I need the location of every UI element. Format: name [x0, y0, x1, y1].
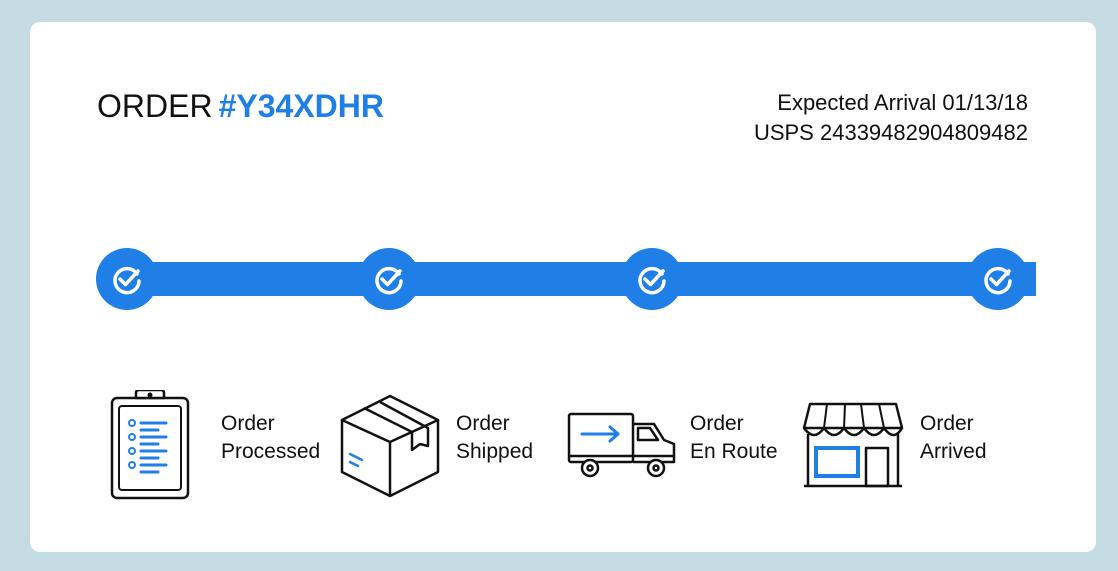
delivery-truck-icon — [567, 412, 676, 478]
step-label-line1: Order — [456, 412, 510, 435]
step-label: Order Arrived — [920, 410, 987, 466]
step-order-arrived: Order Arrived — [800, 390, 1030, 502]
step-label: Order Shipped — [456, 410, 533, 466]
step-label-line1: Order — [690, 412, 744, 435]
carrier-name: USPS — [753, 120, 814, 145]
step-3-check-dot — [621, 248, 683, 310]
step-label-line2: Shipped — [456, 440, 534, 463]
order-tracking-card: ORDER#Y34XDHR Expected Arrival 01/13/18 … — [30, 22, 1096, 552]
order-title: ORDER#Y34XDHR — [97, 88, 384, 125]
expected-arrival: Expected Arrival 01/13/18 — [754, 88, 1028, 118]
step-order-shipped: Order Shipped — [336, 390, 566, 502]
shipping-info: Expected Arrival 01/13/18 USPS 243394829… — [754, 88, 1028, 148]
step-label-line1: Order — [920, 412, 974, 435]
package-box-icon — [340, 394, 440, 498]
step-1-check-dot — [96, 248, 158, 310]
step-4-check-dot — [967, 248, 1029, 310]
check-circle-icon — [984, 266, 1012, 295]
step-label-line2: En Route — [690, 440, 778, 463]
check-circle-icon — [113, 266, 141, 295]
tracking-number[interactable]: 24339482904809482 — [819, 120, 1028, 145]
step-label: Order En Route — [690, 410, 778, 466]
check-circle-icon — [638, 266, 666, 295]
expected-arrival-date: 01/13/18 — [942, 90, 1028, 115]
order-prefix: ORDER — [97, 88, 213, 124]
clipboard-checklist-icon — [110, 390, 190, 500]
step-2-check-dot — [358, 248, 420, 310]
check-circle-icon — [375, 266, 403, 295]
tracking-info: USPS 24339482904809482 — [754, 118, 1028, 148]
progress-track — [126, 262, 1036, 296]
order-id: #Y34XDHR — [218, 88, 384, 124]
step-order-processed: Order Processed — [106, 390, 336, 502]
step-label-line2: Processed — [221, 440, 321, 463]
step-label: Order Processed — [221, 410, 320, 466]
expected-arrival-label: Expected Arrival — [777, 90, 937, 115]
step-label-line2: Arrived — [920, 440, 987, 463]
step-order-en-route: Order En Route — [566, 390, 796, 502]
storefront-icon — [802, 402, 904, 488]
step-label-line1: Order — [221, 412, 275, 435]
